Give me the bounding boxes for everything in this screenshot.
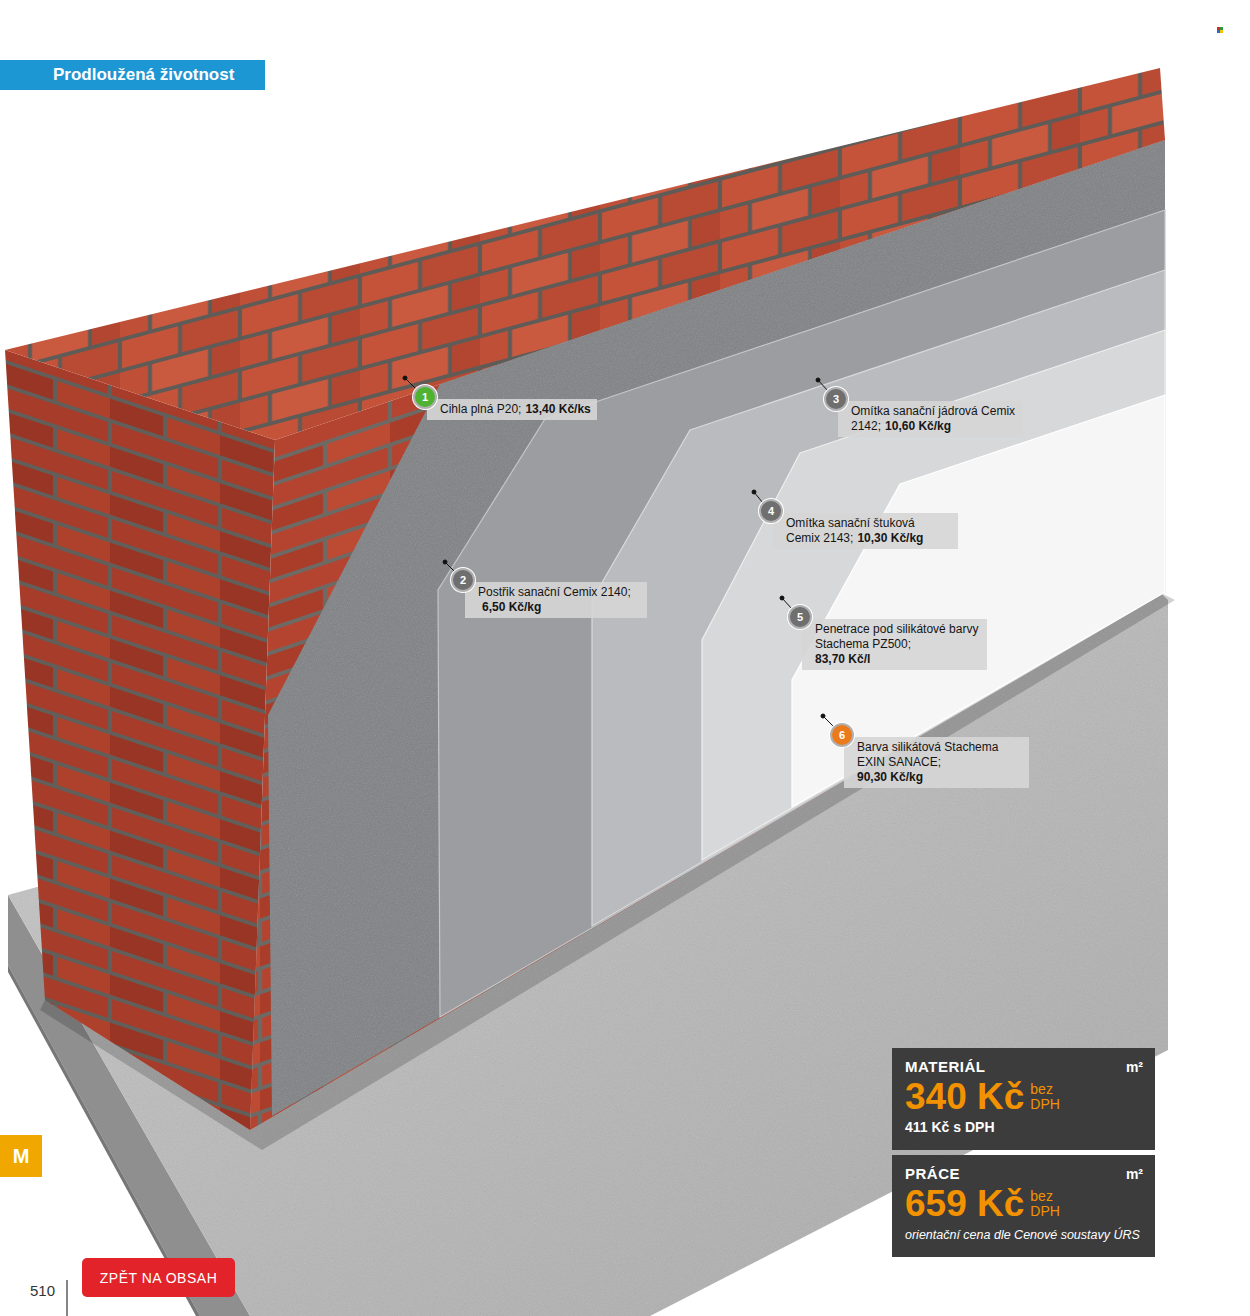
callout-label: Barva silikátová Stachema EXIN SANACE;90… <box>844 737 1029 788</box>
price-panel: PRÁCE m² 659 Kčbez DPH orientační cena dle … <box>892 1155 1155 1257</box>
callout-digit: 4 <box>768 506 774 517</box>
layer-core-plaster <box>438 210 1165 1017</box>
callout-number: 5 <box>788 605 812 629</box>
chapter-letter: M <box>13 1145 30 1168</box>
callout-label: Penetrace pod silikátové barvy Stachema … <box>802 619 987 670</box>
vat-note: bez DPH <box>1030 1082 1064 1111</box>
price-footnote: orientační cena dle Cenové soustavy ÚRS <box>905 1228 1140 1242</box>
material-price: 10,30 Kč/kg <box>857 531 923 546</box>
price-footnote: 411 Kč s DPH <box>905 1119 995 1135</box>
material-price: 90,30 Kč/kg <box>857 770 1023 785</box>
callout-label: Omítka sanační jádrová Cemix 2142;10,60 … <box>838 401 1023 437</box>
callout-digit: 5 <box>797 612 803 623</box>
price-heading: MATERIÁL <box>905 1058 985 1075</box>
callout-digit: 1 <box>422 392 428 403</box>
page-number: 510 <box>30 1282 55 1299</box>
price-heading: PRÁCE <box>905 1165 960 1182</box>
layer-finish-plaster <box>592 270 1165 926</box>
material-name: Penetrace pod silikátové barvy Stachema … <box>815 622 978 651</box>
section-title: Prodloužená životnost <box>53 65 234 85</box>
material-name: Barva silikátová Stachema EXIN SANACE; <box>857 740 998 769</box>
unit: m² <box>1126 1059 1143 1075</box>
material-name: Postřik sanační Cemix 2140; <box>478 585 631 599</box>
callout-digit: 6 <box>839 730 845 741</box>
callout-label: Omítka sanační štuková Cemix 2143;10,30 … <box>773 513 958 549</box>
unit: m² <box>1126 1166 1143 1182</box>
callout-number: 1 <box>413 385 437 409</box>
callout-number: 4 <box>759 499 783 523</box>
callout-number: 2 <box>451 568 475 592</box>
vat-note: bez DPH <box>1030 1189 1064 1218</box>
material-price: 83,70 Kč/l <box>815 652 981 667</box>
layer-primer <box>702 330 1165 860</box>
callout-digit: 3 <box>833 394 839 405</box>
callout-label: Cihla plná P20; 13,40 Kč/ks <box>427 399 597 420</box>
wall-front-face <box>250 140 1165 1130</box>
material-price: 6,50 Kč/kg <box>482 600 541 615</box>
material-price: 13,40 Kč/ks <box>525 402 590 417</box>
price-value: 659 Kč <box>905 1185 1024 1222</box>
section-band: Prodloužená životnost <box>0 60 265 90</box>
print-marks <box>1217 27 1223 33</box>
material-price: 10,60 Kč/kg <box>885 419 951 434</box>
price-panel: MATERIÁL m² 340 Kčbez DPH 411 Kč s DPH <box>892 1048 1155 1150</box>
material-name: Cihla plná P20; <box>440 402 521 416</box>
callout-number: 6 <box>830 723 854 747</box>
wall-end-face <box>5 350 275 1130</box>
price-value: 340 Kč <box>905 1078 1024 1115</box>
callout-label: Postřik sanační Cemix 2140;6,50 Kč/kg <box>465 582 647 618</box>
layer-spray-texture <box>268 140 1165 1116</box>
callout-number: 3 <box>824 387 848 411</box>
layer-paint <box>792 395 1165 807</box>
layer-spray <box>268 140 1165 1116</box>
back-button: ZPĚT NA OBSAH <box>82 1258 235 1297</box>
leader-lines <box>403 376 834 727</box>
button-label: ZPĚT NA OBSAH <box>100 1270 218 1286</box>
page-rule <box>66 1280 67 1316</box>
callout-digit: 2 <box>460 575 466 586</box>
chapter-tab: M <box>0 1135 42 1177</box>
